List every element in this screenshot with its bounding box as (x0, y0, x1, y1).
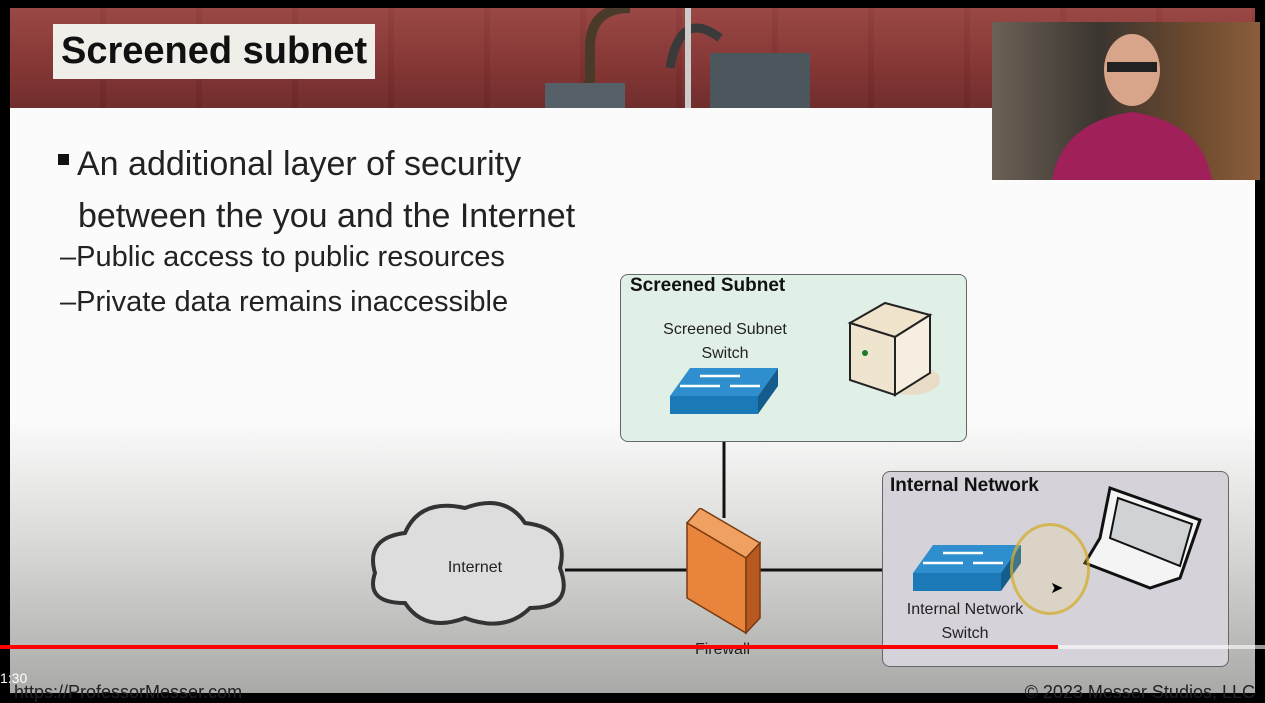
firewall-label: Firewall (694, 641, 751, 658)
bullet-square-icon (58, 154, 69, 165)
internet-label: Internet (447, 559, 503, 576)
bullet-line: An additional layer of security (77, 145, 522, 183)
internal-network-title: Internal Network (890, 475, 1039, 496)
firewall-icon (685, 508, 762, 635)
video-frame[interactable]: Screened subnet An additional layer of s… (10, 8, 1260, 693)
presenter-image (1052, 34, 1212, 180)
slide-title: Screened subnet (53, 24, 376, 79)
screened-switch-icon (670, 368, 778, 414)
time-display: 1:30 (0, 670, 28, 686)
cursor-highlight (1010, 523, 1090, 615)
progress-fill (0, 645, 1058, 649)
video-progress-bar[interactable] (0, 645, 1265, 649)
mouse-cursor-icon: ➤ (1050, 580, 1064, 597)
subbullet: –Public access to public resources (60, 241, 505, 273)
laptop-icon (1082, 486, 1202, 590)
server-icon (847, 301, 940, 397)
presenter-webcam (992, 22, 1260, 180)
bullet-line: between the you and the Internet (78, 197, 576, 235)
internet-cloud-icon (371, 501, 566, 626)
subbullet: –Private data remains inaccessible (60, 286, 509, 318)
bullet: An additional layer of security between t… (58, 138, 575, 242)
padlock-image (545, 8, 810, 108)
internal-switch-icon (913, 545, 1021, 591)
screened-subnet-title: Screened Subnet (630, 275, 786, 296)
